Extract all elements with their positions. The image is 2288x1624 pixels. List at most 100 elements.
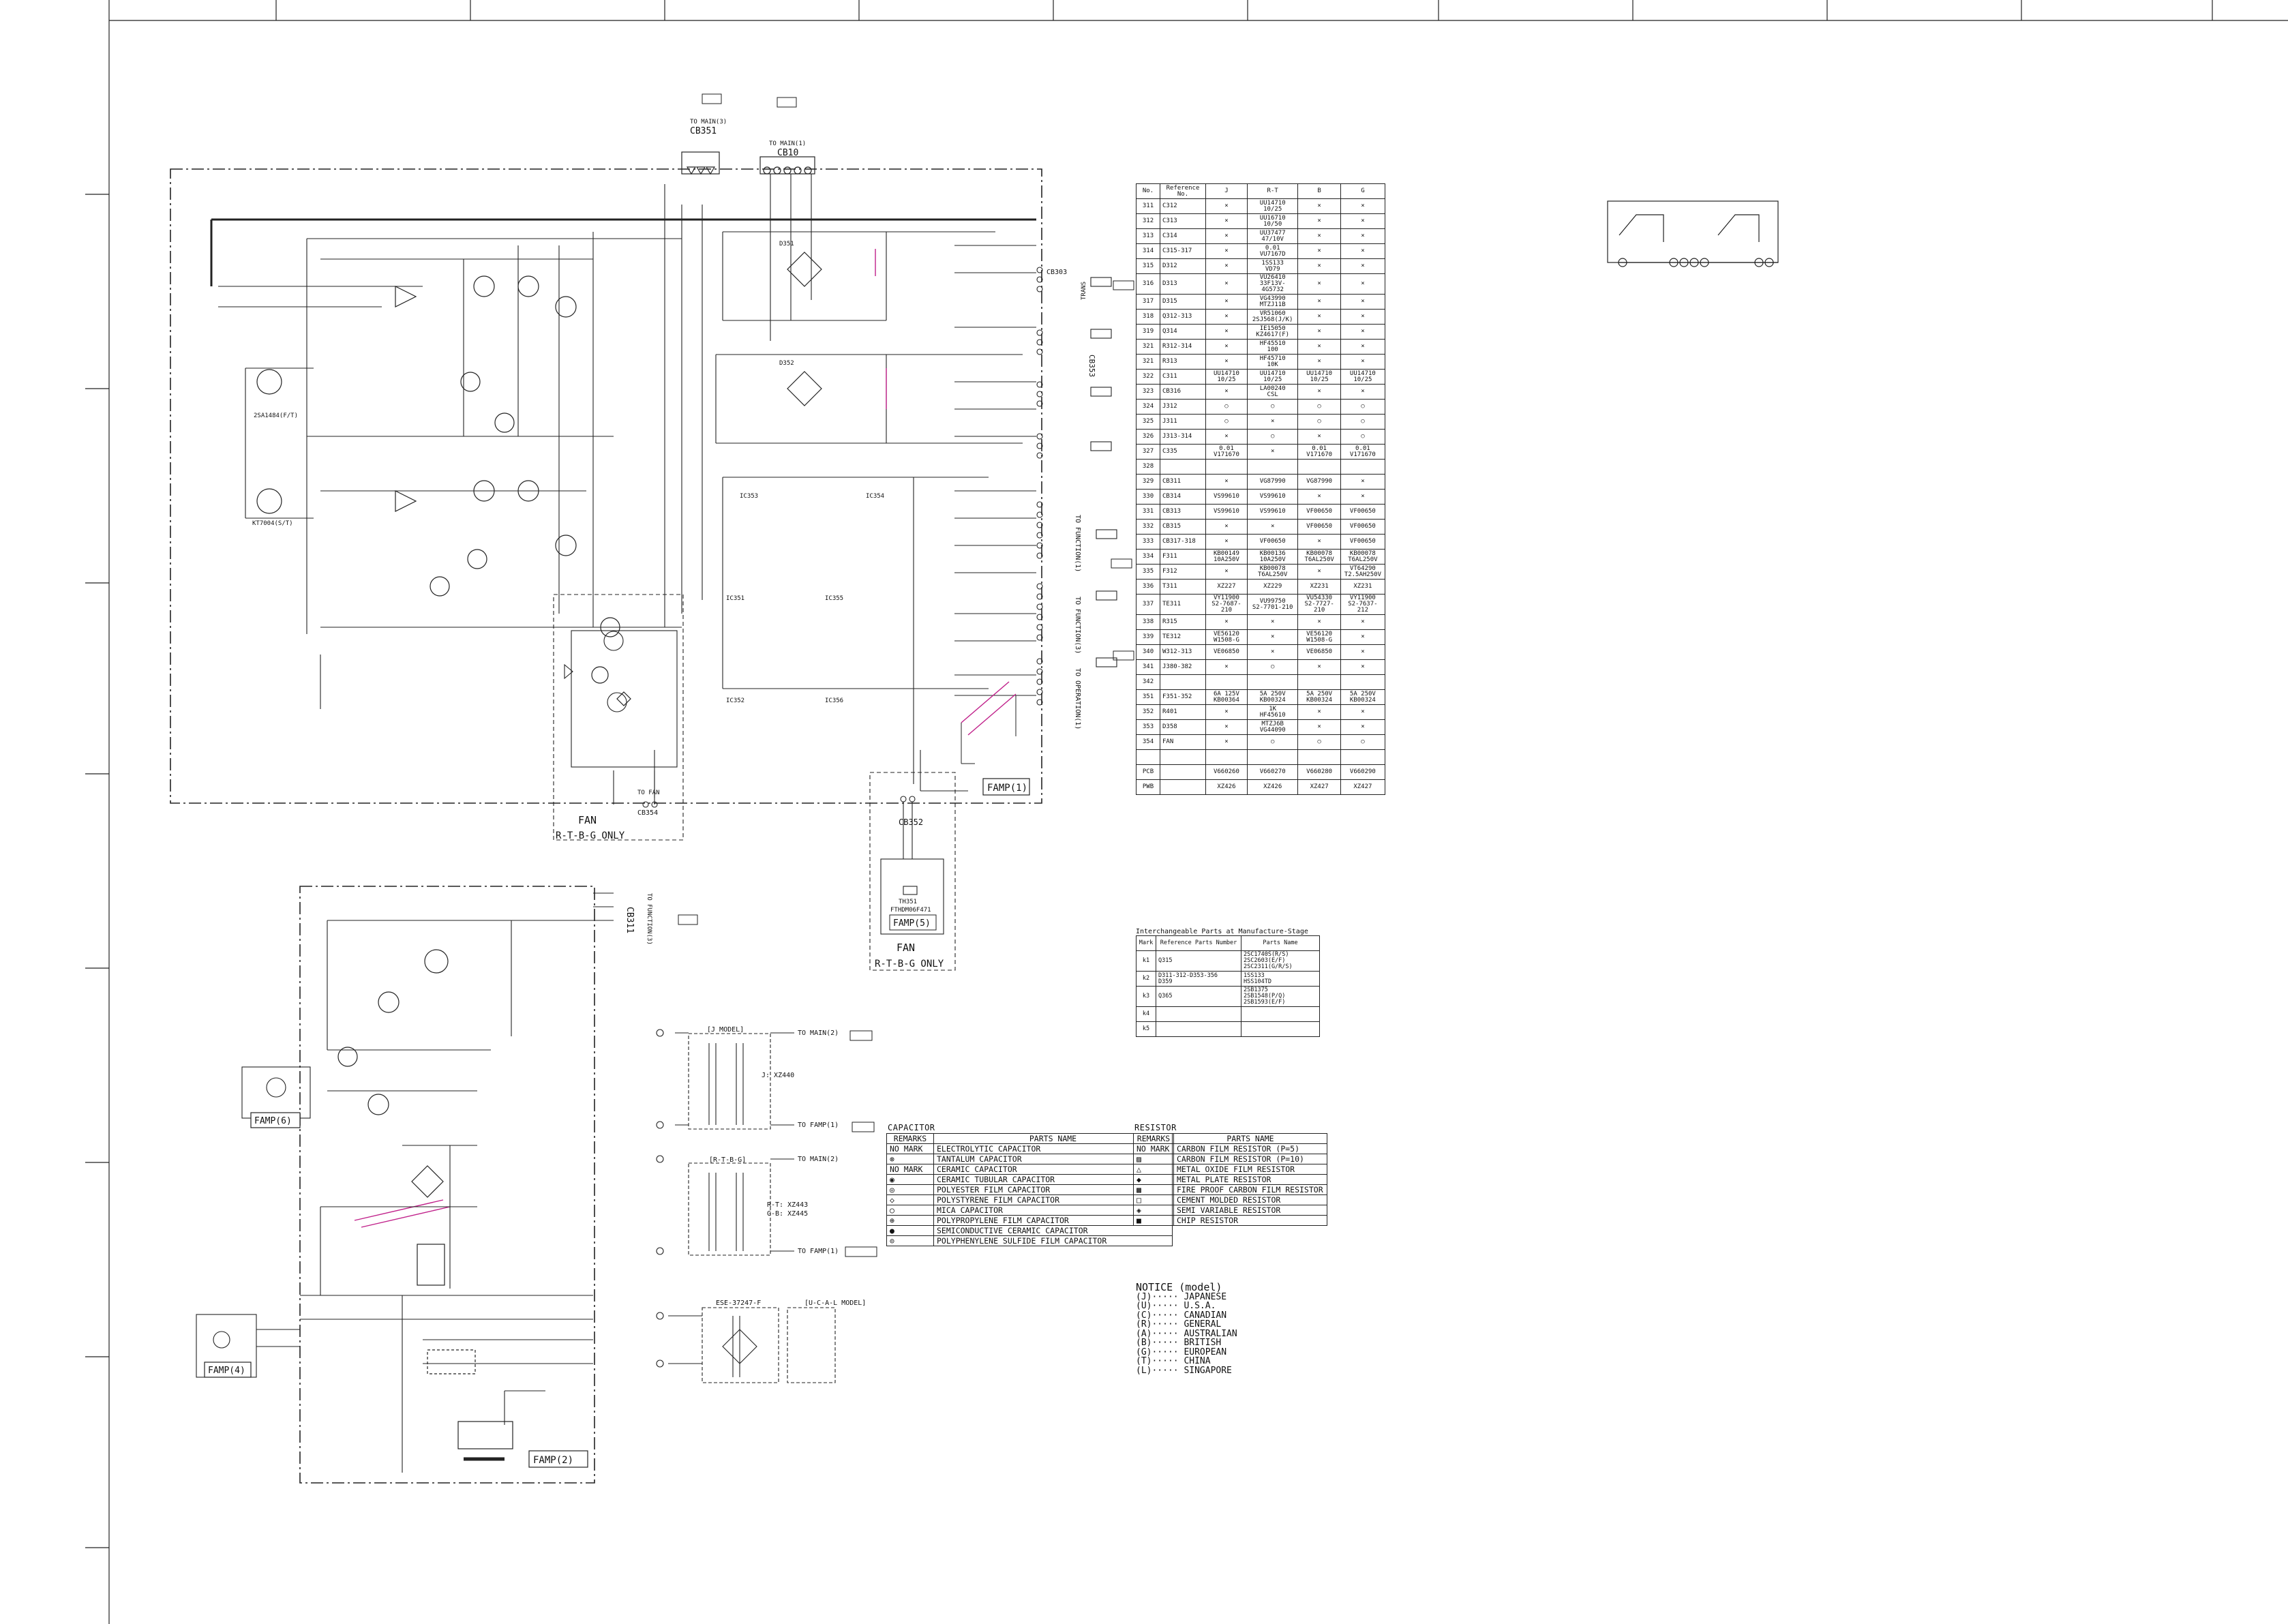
parts-row-cell: D358 [1160,719,1206,735]
parts-row-cell: × [1246,519,1299,535]
parts-row-cell: XZ227 [1205,579,1248,595]
parts-row-cell: ○ [1205,399,1248,415]
parts-row-cell: × [1340,644,1386,660]
thermistor-ref: TH351 [899,899,917,905]
resistor-row: □CEMENT MOLDED RESISTOR [1133,1194,1327,1205]
parts-row-cell: ○ [1297,399,1341,415]
ref-box-d [849,1030,873,1041]
parts-row-cell: Q312-313 [1160,309,1206,325]
interchangeable-row-cell: k2 [1136,971,1156,987]
parts-row-cell: × [1205,243,1248,259]
trans-j-to-main: TO MAIN(2) [798,1029,839,1037]
cb351-label: CB351 [690,126,717,136]
famp4-label: FAMP(4) [208,1366,245,1376]
parts-row-cell: TE311 [1160,594,1206,615]
parts-row-cell: × [1297,213,1341,229]
parts-row-cell: CB316 [1160,384,1206,400]
cb352-label: CB352 [899,817,923,827]
cb354-label: CB354 [637,809,658,817]
parts-row-cell: 341 [1136,659,1160,675]
parts-row-cell: C315-317 [1160,243,1206,259]
parts-row-cell: V660270 [1246,764,1299,780]
resistor-row-cell: CARBON FILM RESISTOR (P=5) [1173,1143,1327,1154]
parts-row-cell: × [1340,258,1386,274]
capacitor-row-cell: POLYPROPYLENE FILM CAPACITOR [933,1215,1173,1226]
resistor-row-cell: NO MARK [1133,1143,1174,1154]
parts-row-cell: VG87990 [1297,474,1341,490]
famp6-label: FAMP(6) [254,1116,292,1126]
to-fan-label: TO FAN [637,790,660,796]
resistor-title: RESISTOR [1134,1123,1177,1132]
famp2-label-box [528,1450,588,1468]
to-function-1: TO FUNCTION(1) [1074,515,1081,572]
parts-row-cell [1160,764,1206,780]
famp1-wiring [210,174,1036,798]
parts-row-cell: × [1340,243,1386,259]
parts-row-cell: × [1297,564,1341,580]
resistor-row: ◈SEMI VARIABLE RESISTOR [1133,1205,1327,1216]
parts-row-cell: × [1205,564,1248,580]
parts-row-cell [1297,749,1341,765]
d351-label: D351 [779,241,794,247]
parts-row-cell: 327 [1136,444,1160,460]
parts-row-cell: ○ [1246,659,1299,675]
parts-row-cell: CB317-318 [1160,534,1206,550]
cb303-label: CB303 [1047,269,1067,276]
parts-row-cell: 318 [1136,309,1160,325]
trans-rtbg-model: [R-T-B-G] [709,1156,746,1164]
parts-row-cell: × [1205,198,1248,214]
parts-row-cell [1205,674,1248,690]
parts-row-cell: VF00650 [1297,504,1341,520]
parts-row-cell: 324 [1136,399,1160,415]
parts-row-cell: × [1340,384,1386,400]
ic355-label: IC355 [825,595,843,602]
famp1-label-box [982,778,1030,796]
cb311-label: CB311 [624,907,635,933]
capacitor-row-cell: POLYSTYRENE FILM CAPACITOR [933,1194,1173,1205]
parts-row-cell: 322 [1136,369,1160,385]
parts-row-cell: ○ [1246,429,1299,445]
parts-row-cell: × [1297,228,1341,244]
cb311-to-function: TO FUNCTION(3) [646,893,652,945]
parts-row-cell [1136,749,1160,765]
famp5-label: FAMP(5) [893,918,931,929]
interchangeable-row-cell: k4 [1136,1006,1156,1022]
resistor-row-cell: CARBON FILM RESISTOR (P=10) [1173,1154,1327,1164]
parts-row-cell: × [1340,474,1386,490]
parts-row-cell: × [1340,659,1386,675]
trans-ucal-part: ESE-37247-F [716,1299,761,1307]
resistor-header-name: PARTS NAME [1173,1133,1327,1144]
interchangeable-row-cell [1156,1006,1241,1022]
parts-row-cell: VE06850 [1205,644,1248,660]
parts-row-cell: 313 [1136,228,1160,244]
capacitor-header-remarks: REMARKS [886,1133,934,1144]
interchangeable-title: Interchangeable Parts at Manufacture-Sta… [1136,928,1308,935]
parts-row-cell [1340,674,1386,690]
parts-row-cell: 316 [1136,273,1160,295]
parts-row-cell: XZ426 [1246,779,1299,795]
to-function-3: TO FUNCTION(3) [1074,597,1081,654]
parts-row-cell: XZ427 [1297,779,1341,795]
sheet-frame [85,0,2288,1624]
fan-subboard-outline [553,594,684,841]
parts-row-cell: × [1205,659,1248,675]
parts-row-cell: C314 [1160,228,1206,244]
